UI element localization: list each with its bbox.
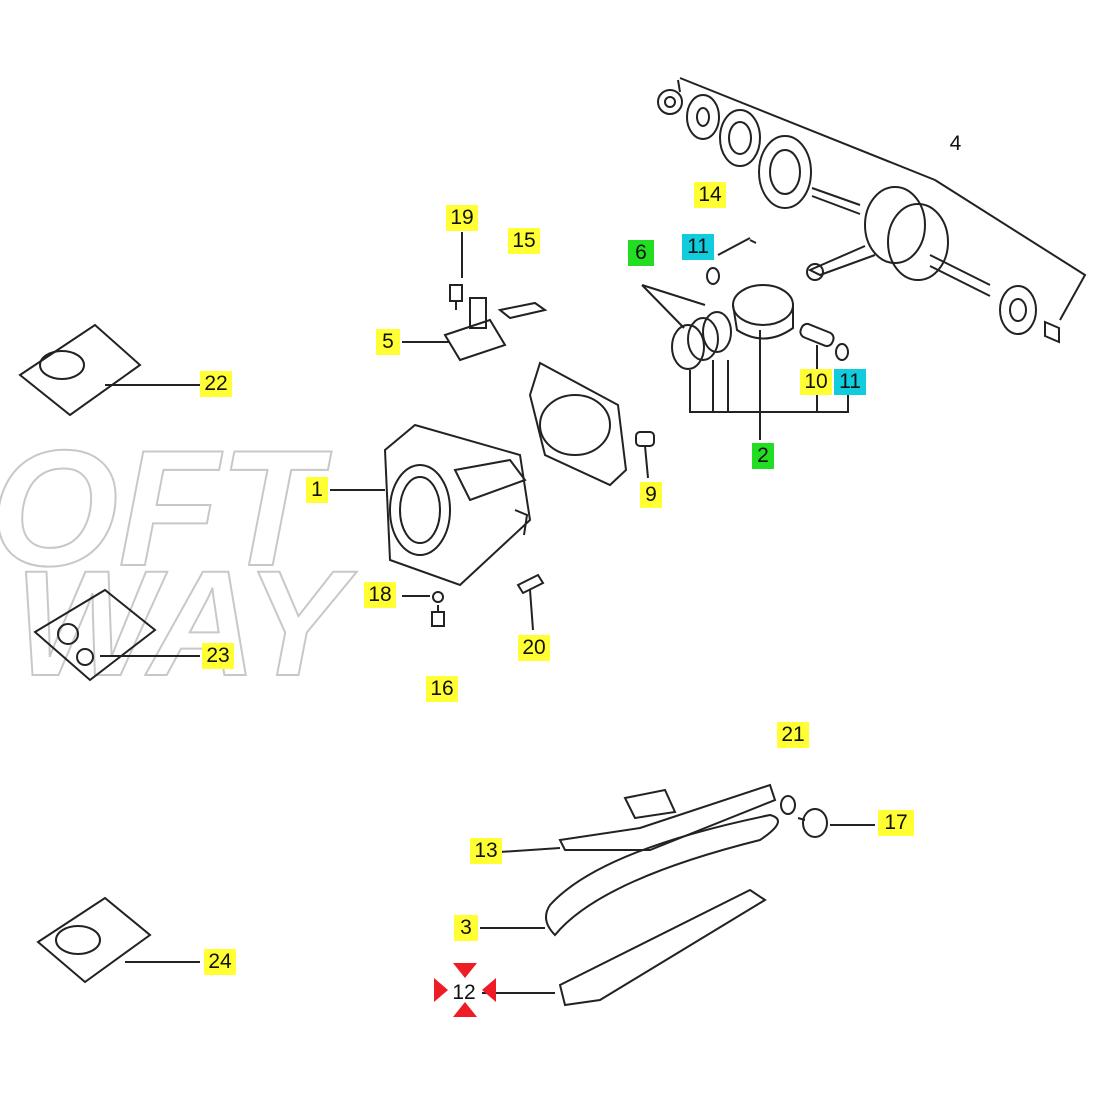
callout-15[interactable]: 15 [508,228,540,254]
timing-chain-assembly [480,783,875,1007]
callout-18[interactable]: 18 [364,582,396,608]
callout-22[interactable]: 22 [200,371,232,397]
selection-marker-icon [434,963,496,1017]
watermark-line1: OFT [0,416,332,600]
callout-24[interactable]: 24 [204,949,236,975]
gasket-kit-24 [36,896,200,984]
callout-21[interactable]: 21 [777,722,809,748]
callout-20[interactable]: 20 [518,635,550,661]
cylinder-block [355,423,532,587]
watermark-line2: WAY [15,539,357,707]
chain-tensioner [402,232,548,362]
callout-1[interactable]: 1 [306,477,328,503]
watermark: OFT WAY [0,415,358,708]
callout-10[interactable]: 10 [800,369,832,395]
callout-2[interactable]: 2 [752,443,774,469]
callout-11-bottom[interactable]: 11 [834,369,866,395]
callout-12[interactable]: 12 [452,981,476,1004]
callout-23[interactable]: 23 [202,643,234,669]
callout-14[interactable]: 14 [694,182,726,208]
callout-6[interactable]: 6 [628,240,654,266]
callout-17[interactable]: 17 [878,810,914,836]
callout-3[interactable]: 3 [454,915,478,941]
callout-13[interactable]: 13 [470,838,502,864]
cylinder-gasket [528,361,655,487]
callout-5[interactable]: 5 [376,329,400,355]
callout-19[interactable]: 19 [446,205,478,231]
callout-9[interactable]: 9 [640,482,662,508]
callout-16[interactable]: 16 [426,676,458,702]
bolts [402,573,545,631]
gasket-kit-23 [33,588,200,682]
piston-assembly [641,237,849,440]
gasket-kit-22 [18,323,200,417]
crankshaft-assembly [657,77,1087,344]
callout-4[interactable]: 4 [949,132,962,155]
callout-11-top[interactable]: 11 [682,234,714,260]
